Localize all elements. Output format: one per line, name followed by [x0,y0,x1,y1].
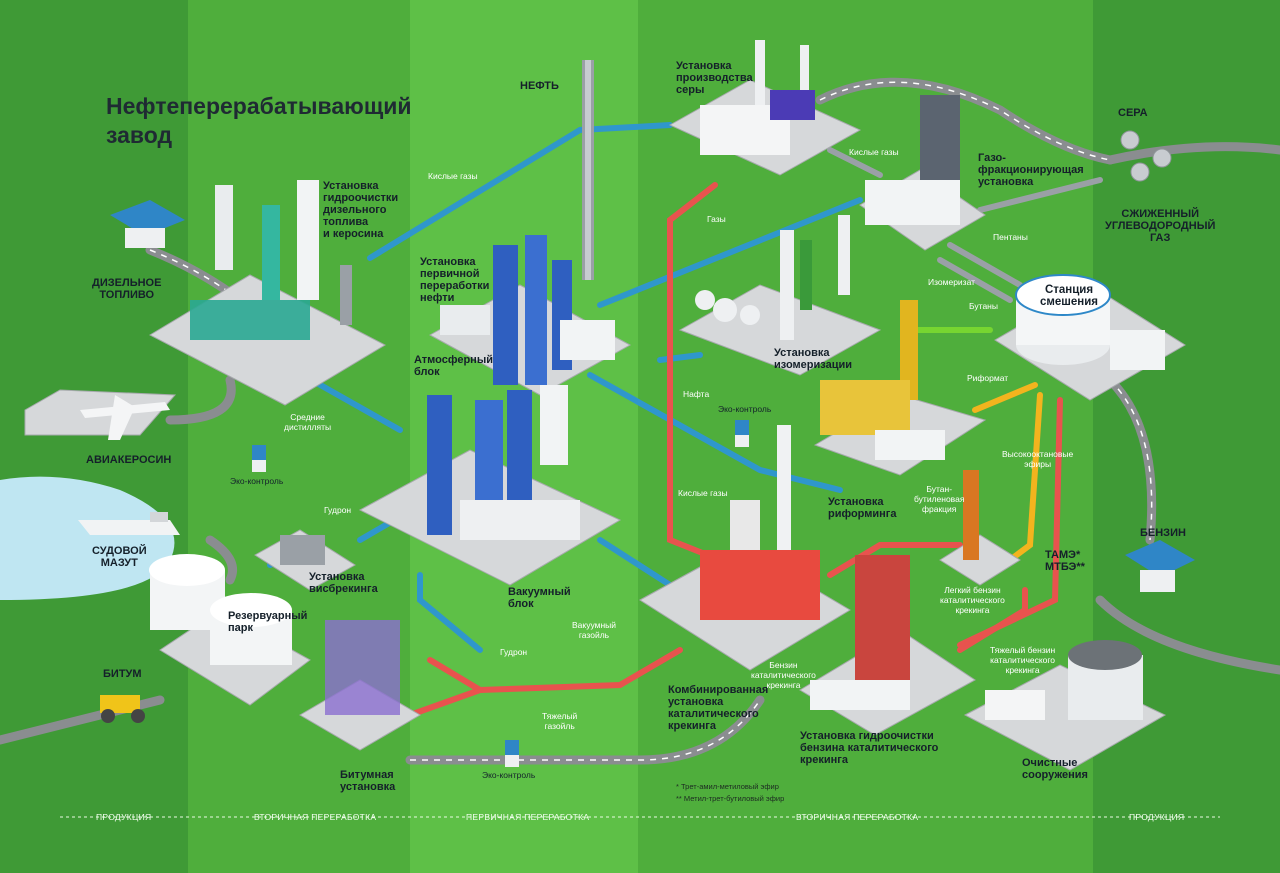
product-oil: НЕФТЬ [520,80,559,92]
flow-tar-2: Гудрон [500,647,528,657]
mtbe-structures [963,470,979,560]
isomerization-structures [695,215,850,340]
product-gasoline: БЕНЗИН [1140,527,1186,539]
flow-reformate: Риформат [967,373,1009,383]
product-jet-fuel: АВИАКЕРОСИН [86,454,172,466]
footnote-mtbe: ** Метил-трет-бутиловый эфир [676,794,785,803]
footer-products-left: ПРОДУКЦИЯ [96,812,152,822]
tank-farm [149,554,292,665]
footer-secondary-right: ВТОРИЧНАЯ ПЕРЕРАБОТКА [796,812,919,822]
yellow-pipes [972,382,1043,563]
vacuum-unit-structures [427,385,580,540]
visbreaking-structures [280,535,325,565]
footer-primary: ПЕРВИЧНАЯ ПЕРЕРАБОТКА [466,812,590,822]
gas-fractionation-structures [865,95,960,225]
wastewater-structures [985,640,1143,720]
road-roller-icon [100,695,145,723]
unit-mtbe: ТАМЭ*МТБЭ** [1045,549,1085,573]
gas-station-left [110,200,185,248]
airplane-icon [80,395,170,440]
lpg-spheres [1120,130,1172,182]
flow-butanes: Бутаны [969,301,998,311]
footer-products-right: ПРОДУКЦИЯ [1129,812,1185,822]
flow-sour-gas-1: Кислые газы [428,171,478,181]
flow-sour-gas-3: Кислые газы [678,488,728,498]
ship-icon [78,512,180,535]
band-product-left [0,0,188,873]
blending-tank [1015,274,1165,370]
reforming-structures [820,300,945,460]
eco-control-label-center: Эко-контроль [718,404,772,414]
eco-control-label-bottom: Эко-контроль [482,770,536,780]
road-dashes [149,81,1153,761]
gas-station-right [1125,540,1195,592]
bitumen-structures [325,620,400,715]
flow-pentanes: Пентаны [993,232,1028,242]
flow-isomerate: Изомеризат [928,277,976,287]
sulfur-unit-structures [700,40,815,155]
diesel-unit-structures [190,180,352,340]
product-sulfur: СЕРА [1118,107,1148,119]
gray-pipes [827,147,1103,303]
footer-secondary-left: ВТОРИЧНАЯ ПЕРЕРАБОТКА [254,812,377,822]
flow-gases: Газы [707,214,726,224]
cat-cracking-structures [700,425,910,710]
sea-water [0,476,175,600]
flow-sour-gas-2: Кислые газы [849,147,899,157]
red-pipes [407,182,1063,718]
flow-naphtha: Нафта [683,389,710,399]
eco-control-label-left: Эко-контроль [230,476,284,486]
page-title: Нефтеперерабатывающий завод [106,93,412,148]
primary-unit-structures [440,235,615,385]
footnote-tame: * Трет-амил-метиловый эфир [676,782,779,791]
product-bitumen: БИТУМ [103,668,142,680]
flow-tar-1: Гудрон [324,505,352,515]
